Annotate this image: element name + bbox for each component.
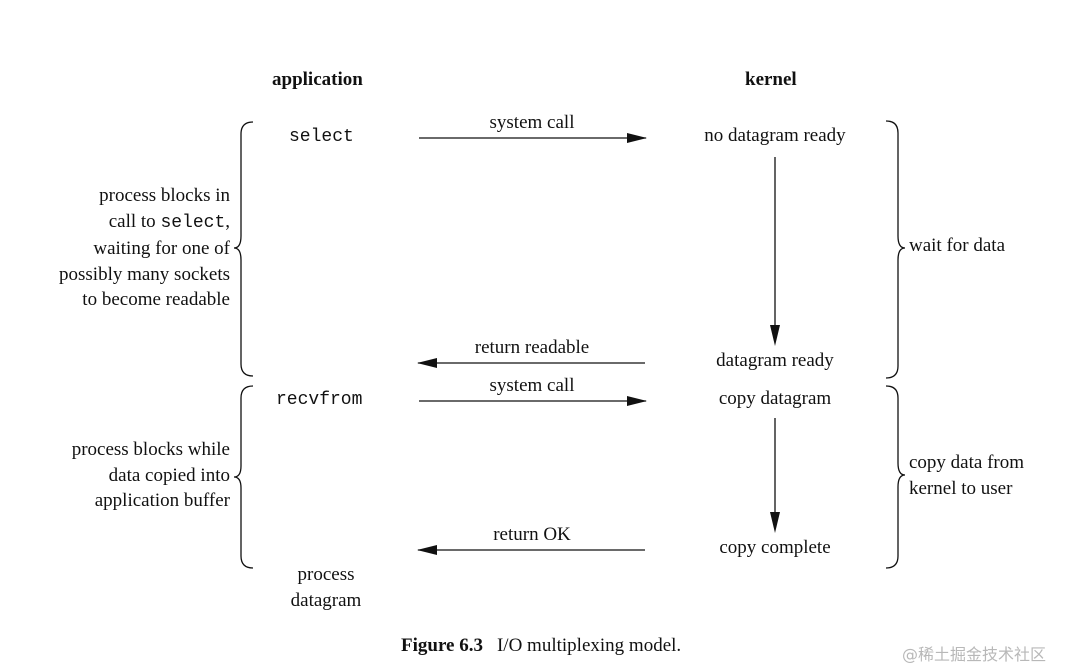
- figure-caption: Figure 6.3 I/O multiplexing model.: [401, 635, 681, 657]
- note-process-blocks-copy: process blocks while data copied into ap…: [72, 437, 230, 514]
- kernel-no-datagram-ready: no datagram ready: [704, 125, 846, 146]
- note1-line2-suffix: ,: [225, 210, 230, 232]
- app-process-datagram-line1: process: [297, 564, 355, 585]
- note1-line2-code: select: [160, 212, 226, 233]
- label-return-ok: return OK: [493, 524, 571, 545]
- note-copy-line2: kernel to user: [909, 477, 1013, 499]
- note-copy-line1: copy data from: [909, 452, 1025, 473]
- header-application: application: [272, 69, 363, 90]
- app-process-datagram-line2: datagram: [290, 589, 362, 611]
- app-call-select: select: [289, 127, 354, 147]
- note1-line4: possibly many sockets: [59, 263, 230, 285]
- note1-line2: call to select,: [59, 209, 230, 237]
- kernel-copy-datagram: copy datagram: [718, 388, 832, 409]
- note1-line3: waiting for one of: [93, 238, 230, 260]
- note-wait-for-data: wait for data: [909, 235, 1006, 256]
- note2-line2: data copied into: [108, 464, 230, 486]
- note1-line5: to become readable: [82, 289, 230, 311]
- app-process-datagram: process datagram: [266, 562, 386, 613]
- label-system-call-1: system call: [489, 112, 575, 133]
- figure-label: Figure 6.3: [401, 635, 483, 656]
- app-call-recvfrom: recvfrom: [276, 390, 363, 410]
- left-brace-2: [233, 385, 254, 569]
- watermark: @稀土掘金技术社区: [902, 645, 1047, 664]
- right-brace-1: [885, 120, 906, 379]
- right-brace-2: [885, 385, 906, 569]
- kernel-copy-complete: copy complete: [719, 537, 831, 558]
- note2-line1: process blocks while: [71, 439, 230, 460]
- note-process-blocks-select: process blocks in call to select, waitin…: [59, 183, 230, 313]
- header-kernel: kernel: [745, 69, 797, 90]
- kernel-datagram-ready: datagram ready: [716, 350, 834, 371]
- note1-line2-prefix: call to: [108, 210, 161, 232]
- left-brace-1: [233, 121, 254, 377]
- note1-line1: process blocks in: [99, 185, 230, 206]
- figure-caption-text: I/O multiplexing model.: [496, 635, 682, 656]
- label-system-call-2: system call: [489, 375, 575, 396]
- arrowhead-wait-down: [770, 325, 780, 346]
- note-copy-data: copy data from kernel to user: [909, 450, 1024, 501]
- label-return-readable: return readable: [474, 337, 590, 358]
- arrowhead-copy-down: [770, 512, 780, 533]
- note2-line3: application buffer: [94, 490, 230, 512]
